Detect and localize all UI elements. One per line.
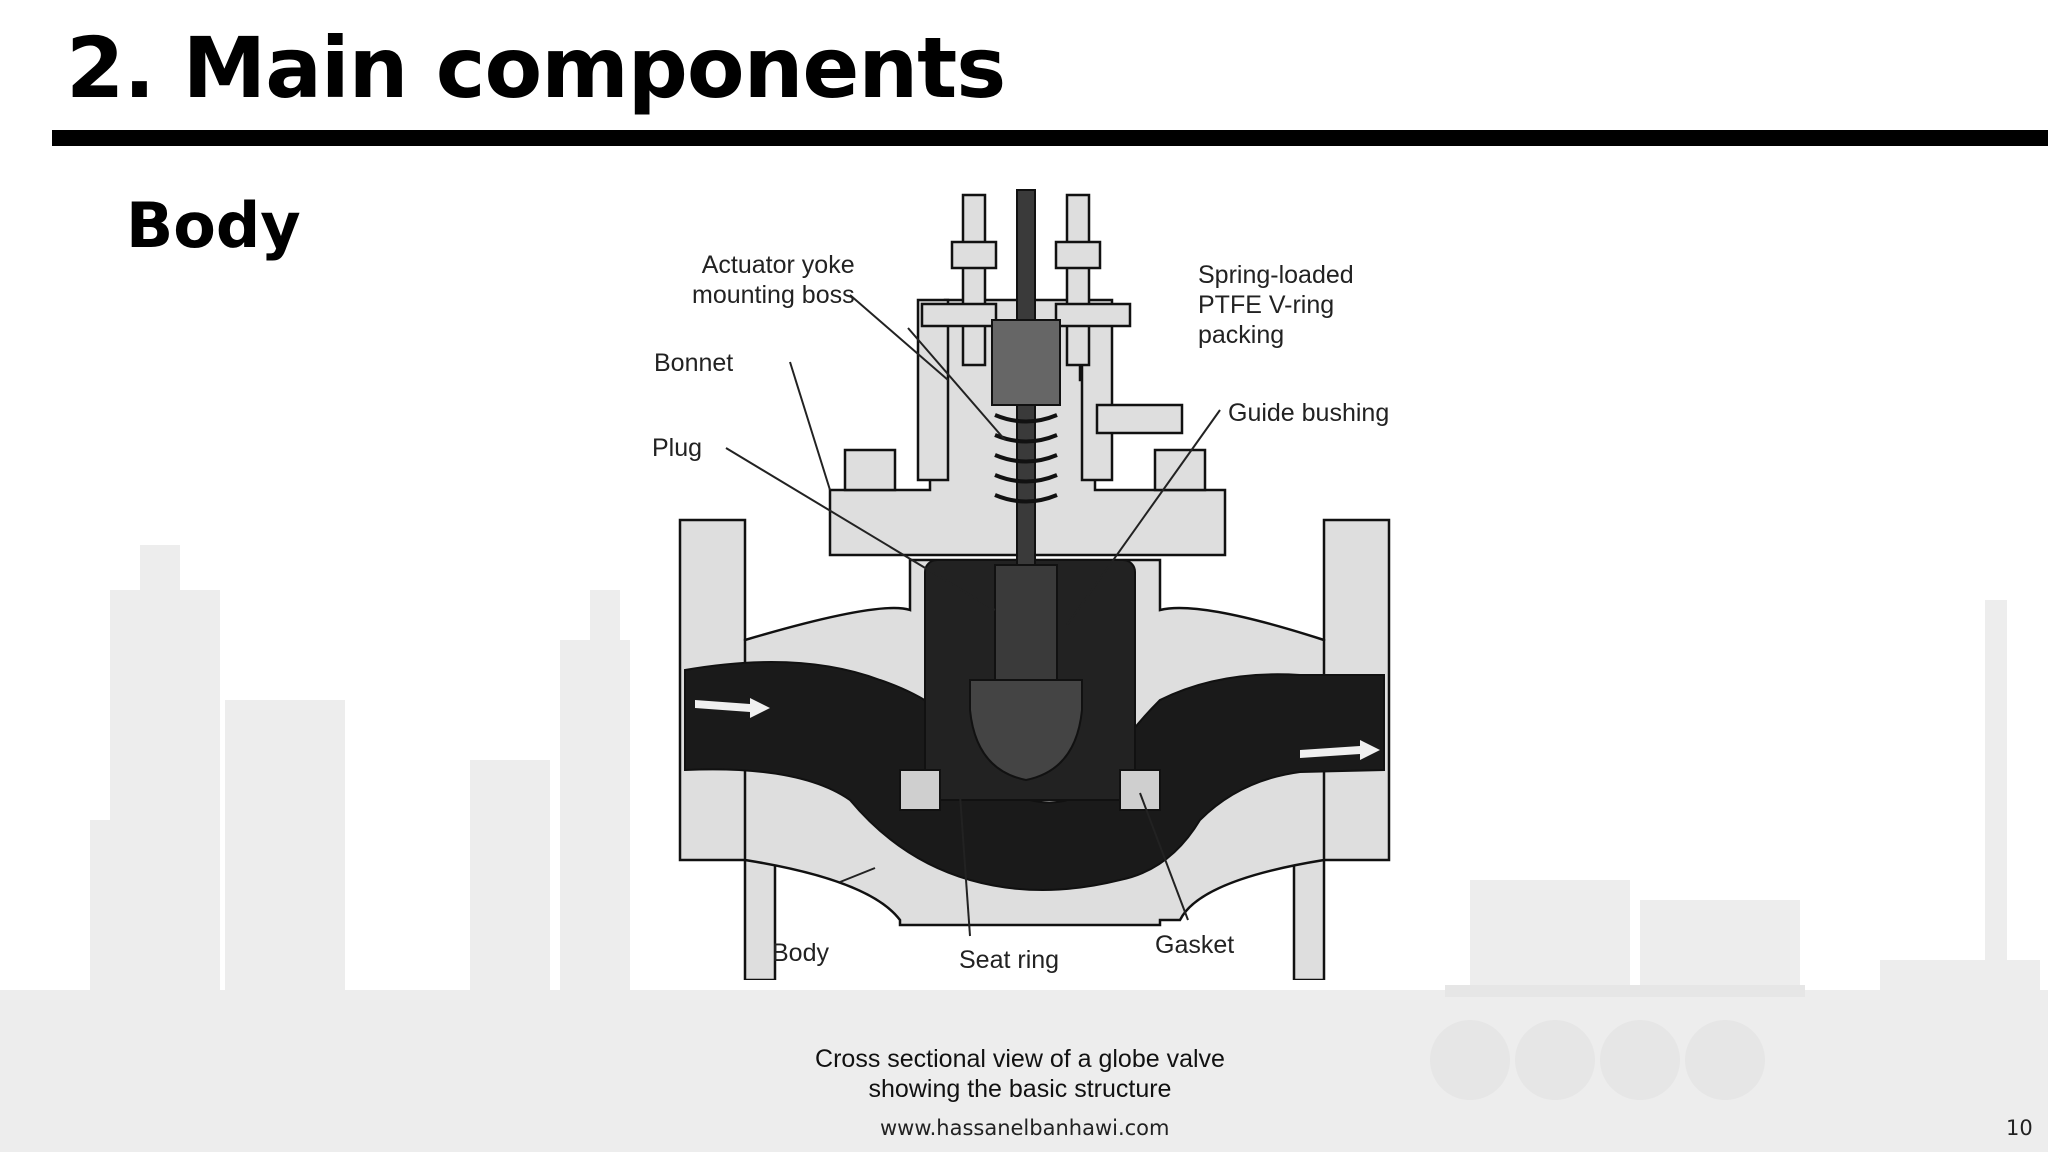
label-guide-bushing: Guide bushing [1228,399,1390,427]
label-actuator-yoke-mounting-boss: Actuator yoke mounting boss [692,250,855,310]
label-actuator-yoke-line2: mounting boss [692,281,855,309]
label-packing-line2: PTFE V-ring [1198,291,1335,319]
section-heading: Body [126,189,301,262]
caption-line1: Cross sectional view of a globe valve [815,1045,1225,1073]
footer-website: www.hassanelbanhawi.com [880,1116,1170,1140]
globe-valve-cross-section [678,189,1391,982]
label-packing-line1: Spring-loaded [1198,261,1354,289]
caption-line2: showing the basic structure [868,1075,1172,1103]
label-plug: Plug [652,434,703,462]
label-spring-loaded-packing: Spring-loaded PTFE V-ring packing [1198,260,1354,350]
title-divider [52,130,2048,146]
globe-valve-diagram: Actuator yoke mounting boss Spring-loade… [600,180,1460,982]
label-gasket: Gasket [1155,931,1235,959]
label-bonnet: Bonnet [654,349,734,377]
slide-title: 2. Main components [66,19,1006,117]
label-seat-ring: Seat ring [959,946,1060,974]
label-actuator-yoke-line1: Actuator yoke [701,251,855,279]
figure-caption: Cross sectional view of a globe valve sh… [780,1044,1260,1104]
label-packing-line3: packing [1198,321,1285,349]
page-number: 10 [2006,1116,2033,1140]
label-body: Body [772,939,829,967]
